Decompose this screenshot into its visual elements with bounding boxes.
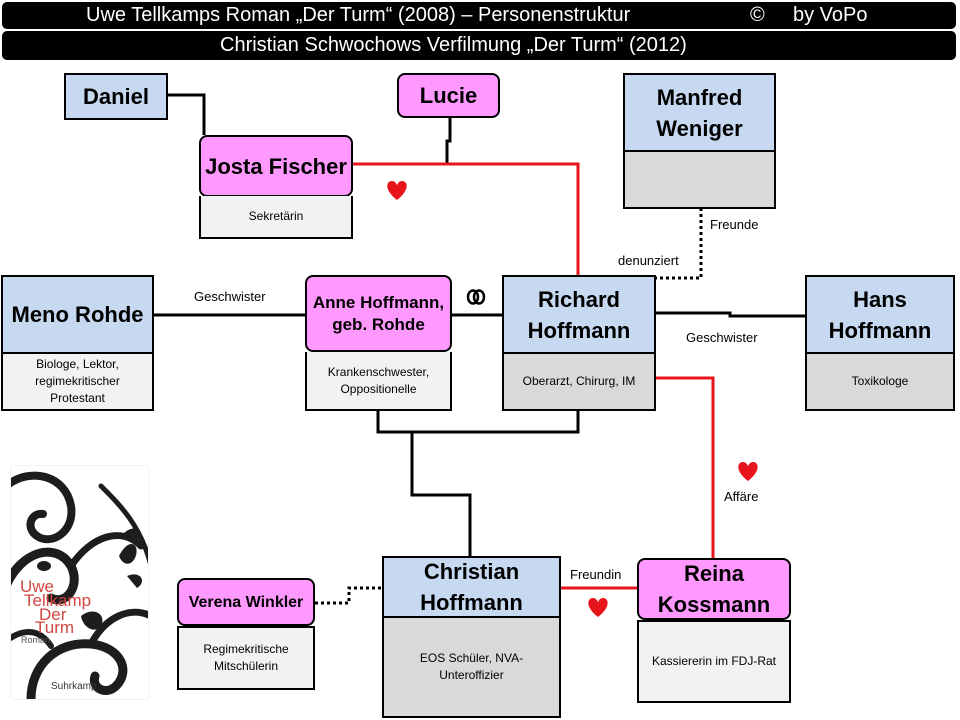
person-verena-winkler: Verena Winkler Regimekritische Mitschüle… xyxy=(177,578,315,690)
heart-icon xyxy=(387,181,406,200)
person-description: Krankenschwester, Oppositionelle xyxy=(305,352,452,411)
person-name: Reina Kossmann xyxy=(637,558,791,620)
person-daniel: Daniel xyxy=(64,73,168,120)
person-description: Regimekritische Mitschülerin xyxy=(177,626,315,690)
person-description: Sekretärin xyxy=(199,196,353,239)
person-anne-hoffmann: Anne Hoffmann, geb. Rohde Krankenschwest… xyxy=(305,275,452,411)
person-hans-hoffmann: Hans Hoffmann Toxikologe xyxy=(805,275,955,411)
line-parents xyxy=(378,410,578,432)
label-freundin: Freundin xyxy=(570,567,621,582)
person-christian-hoffmann: Christian Hoffmann EOS Schüler, NVA-Unte… xyxy=(382,556,561,718)
person-name: Anne Hoffmann, geb. Rohde xyxy=(305,275,452,352)
line-richard-reina xyxy=(655,378,713,560)
person-reina-kossmann: Reina Kossmann Kassiererin im FDJ-Rat xyxy=(637,558,791,703)
line-daniel-josta xyxy=(167,95,204,135)
heart-icon xyxy=(738,462,757,481)
cover-publisher: Suhrkamp xyxy=(51,682,97,692)
person-meno-rohde: Meno Rohde Biologe, Lektor, regimekritis… xyxy=(1,275,154,411)
person-description: EOS Schüler, NVA-Unteroffizier xyxy=(382,618,561,718)
person-description: Kassiererin im FDJ-Rat xyxy=(637,620,791,703)
label-geschwister-left: Geschwister xyxy=(194,289,266,304)
label-geschwister-right: Geschwister xyxy=(686,330,758,345)
person-name: Manfred Weniger xyxy=(623,73,776,152)
label-denunziert: denunziert xyxy=(618,253,679,268)
wedding-rings-icon xyxy=(468,291,484,304)
person-manfred-weniger: Manfred Weniger xyxy=(623,73,776,209)
person-name: Daniel xyxy=(64,73,168,120)
label-freunde: Freunde xyxy=(710,217,758,232)
person-description: Toxikologe xyxy=(805,354,955,411)
person-josta-fischer: Josta Fischer Sekretärin xyxy=(199,135,353,239)
label-affaere: Affäre xyxy=(724,489,758,504)
cover-genre: Roman xyxy=(21,636,50,645)
line-richard-hans xyxy=(655,313,805,316)
line-lucie-josta xyxy=(447,118,450,163)
person-description: Biologe, Lektor, regimekritischer Protes… xyxy=(1,354,154,411)
person-name: Meno Rohde xyxy=(1,275,154,354)
person-name: Josta Fischer xyxy=(199,135,353,197)
person-name: Richard Hoffmann xyxy=(502,275,656,354)
book-cover-image: Uwe Tellkamp Der Turm Roman Suhrkamp xyxy=(11,466,148,699)
person-name: Lucie xyxy=(397,73,500,118)
person-name: Hans Hoffmann xyxy=(805,275,955,354)
heart-icon xyxy=(588,598,607,617)
person-richard-hoffmann: Richard Hoffmann Oberarzt, Chirurg, IM xyxy=(502,275,656,411)
line-josta-richard xyxy=(352,164,578,275)
person-name: Verena Winkler xyxy=(177,578,315,626)
person-description xyxy=(623,152,776,209)
cover-title-2: Turm xyxy=(35,619,74,636)
person-lucie: Lucie xyxy=(397,73,500,118)
line-verena-christian xyxy=(315,588,383,603)
person-description: Oberarzt, Chirurg, IM xyxy=(502,354,656,411)
person-name: Christian Hoffmann xyxy=(382,556,561,618)
line-parents-christian xyxy=(412,432,470,556)
